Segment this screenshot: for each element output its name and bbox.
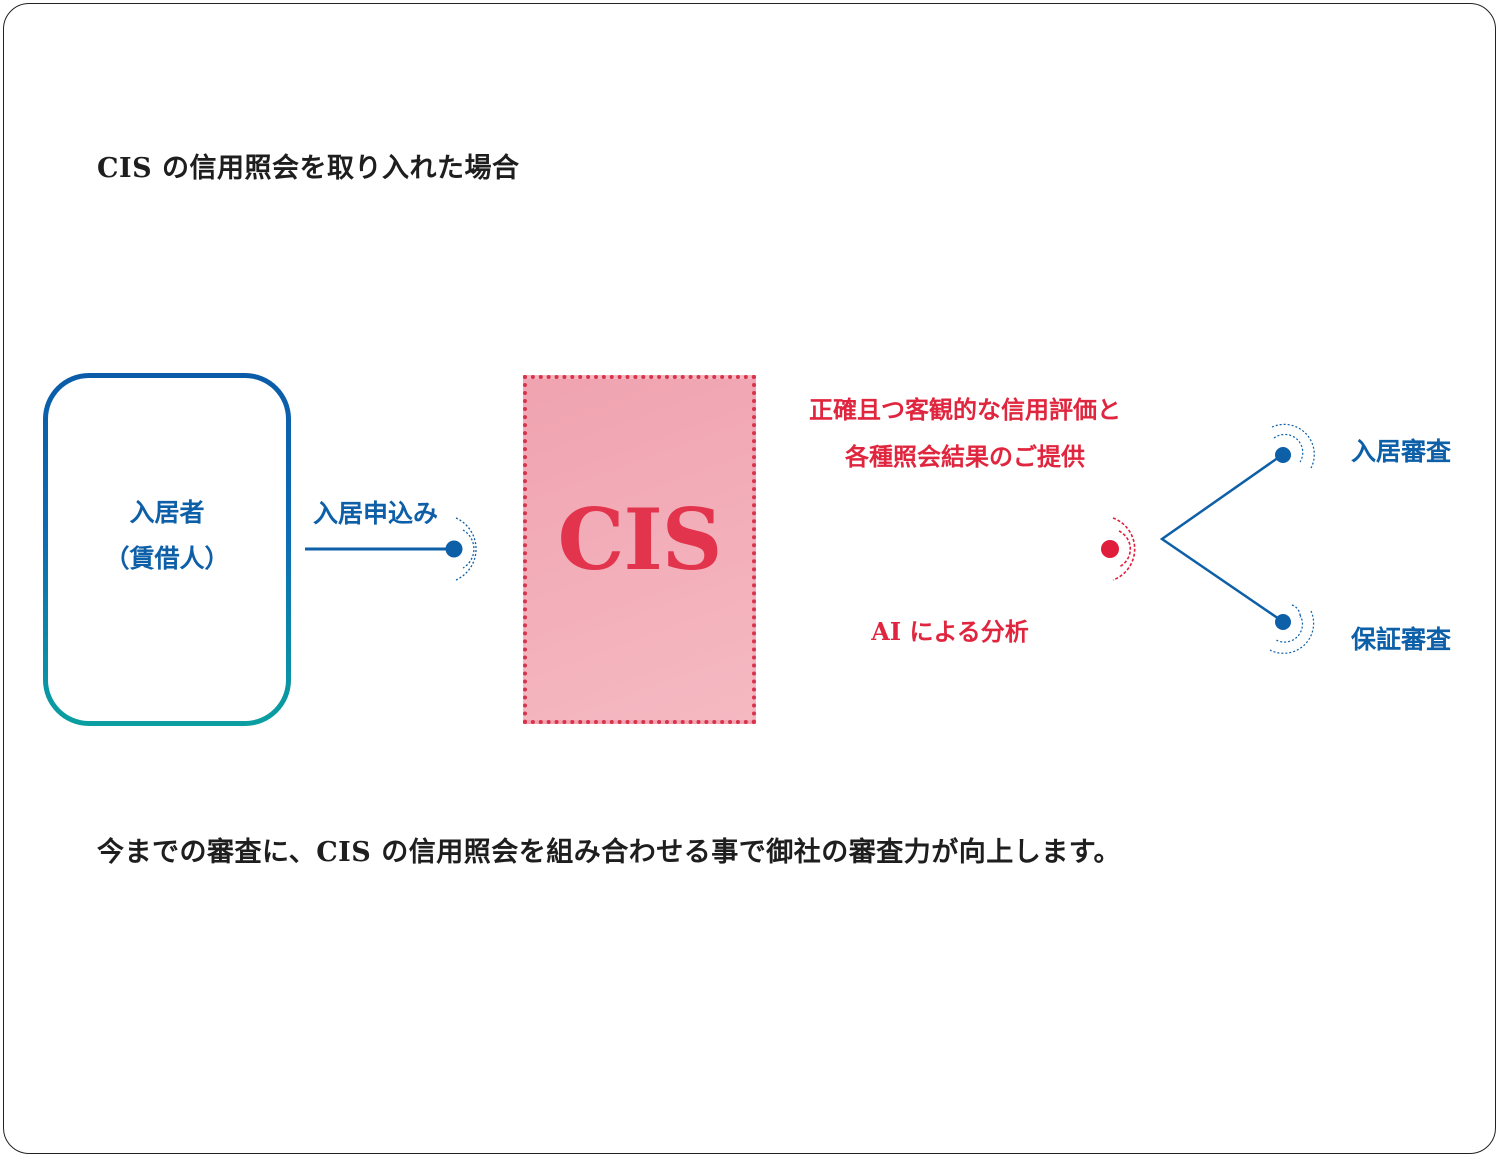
analysis-label: AI による分析: [871, 617, 1029, 646]
outcome-tenant-screening: 入居審査: [1351, 437, 1452, 466]
cis-label: CIS: [557, 490, 723, 589]
slide-frame: [3, 3, 1496, 1154]
outcome-node-guarantee: [1275, 614, 1291, 630]
cis-box: [523, 375, 756, 724]
outcome-guarantee-screening: 保証審査: [1351, 625, 1452, 654]
branch-connector: [1159, 453, 1283, 623]
cis-output-node: [1101, 540, 1119, 558]
outcome-node-tenant: [1275, 447, 1291, 463]
signal-icon: [1269, 604, 1315, 654]
applicant-line-1: 入居者: [129, 498, 205, 527]
signal-icon: [1112, 517, 1136, 581]
cis-output-line-2: 各種照会結果のご提供: [845, 442, 1085, 471]
cis-output-line-1: 正確且つ客観的な信用評価と: [809, 395, 1121, 424]
applicant-line-2: （賃借人）: [104, 544, 230, 573]
signal-icon: [1271, 423, 1315, 469]
slide-title: CIS の信用照会を取り入れた場合: [97, 153, 520, 184]
footer-message: 今までの審査に、CIS の信用照会を組み合わせる事で御社の審査力が向上します。: [97, 837, 1122, 868]
applicant-label: 入居者 （賃借人）: [43, 490, 291, 582]
signal-icon: [455, 517, 477, 581]
application-label: 入居申込み: [313, 499, 439, 528]
applicant-box: [43, 373, 291, 726]
application-node: [445, 540, 463, 558]
